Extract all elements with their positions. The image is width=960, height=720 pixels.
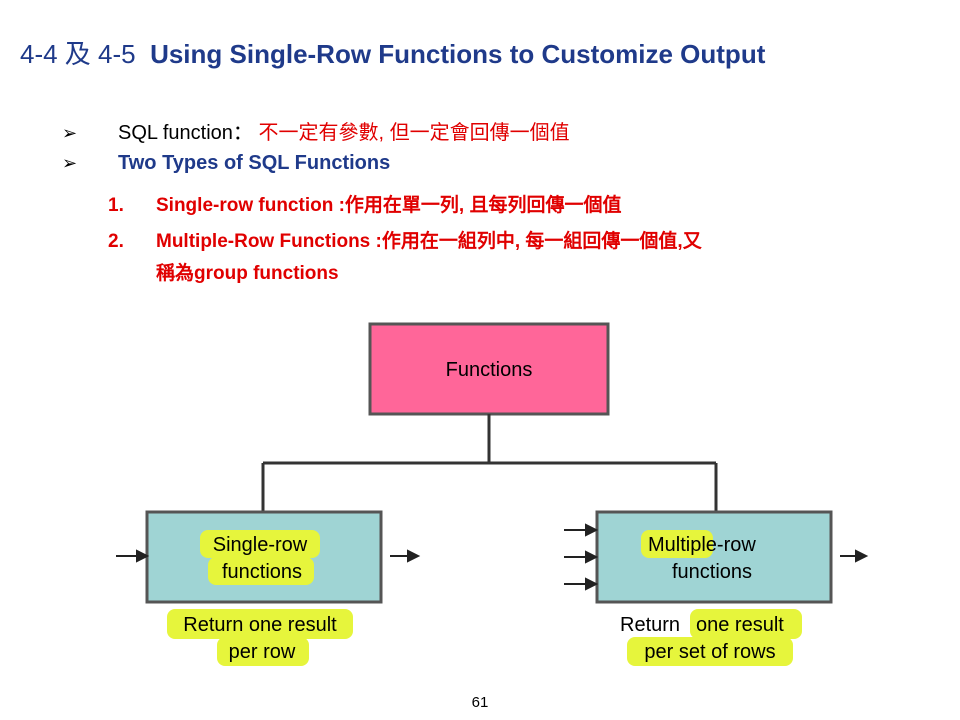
multi-caption-line1: Return one result xyxy=(620,614,784,636)
multi-row-label-rest: le-row xyxy=(701,534,756,556)
single-row-highlight-1 xyxy=(200,530,320,558)
multi-row-output-arrowhead xyxy=(855,549,869,563)
item-text: Single-row function :作用在單一列, 且每列回傳一個值 xyxy=(156,195,622,216)
multi-caption-plain: Return xyxy=(620,614,680,636)
item-number: 2. xyxy=(108,231,124,252)
item-text: Multiple-Row Functions :作用在一組列中, 每一組回傳一個… xyxy=(156,231,702,252)
multi-row-input-arrowhead-2 xyxy=(585,550,599,564)
multi-row-input-arrowhead-3 xyxy=(585,577,599,591)
bullet-sql-function: ➢ SQL function： 不一定有參數, 但一定會回傳一個值 xyxy=(62,116,570,145)
numbered-item-multi-row: 2. Multiple-Row Functions :作用在一組列中, 每一組回傳… xyxy=(108,226,702,253)
multi-row-box xyxy=(595,510,833,604)
single-row-label-line2: functions xyxy=(222,561,302,583)
arrow-bullet-icon: ➢ xyxy=(62,153,78,173)
title-section-numbers: 4-4 及 4-5 xyxy=(20,39,136,69)
multi-row-input-arrowhead-1 xyxy=(585,523,599,537)
title-text: Using Single-Row Functions to Customize … xyxy=(150,39,766,69)
single-row-label-line1: Single-row xyxy=(213,534,308,556)
multi-caption-highlight-1 xyxy=(690,609,802,639)
single-row-output-arrowhead xyxy=(407,549,421,563)
multi-caption-line2: per set of rows xyxy=(644,641,775,663)
slide-title: 4-4 及 4-5 Using Single-Row Functions to … xyxy=(20,34,950,71)
single-row-input-arrowhead xyxy=(136,549,150,563)
page-number: 61 xyxy=(471,694,489,711)
multi-row-label-line2: functions xyxy=(672,561,752,583)
multi-row-highlight xyxy=(641,530,713,558)
bullet-two-types: ➢ Two Types of SQL Functions xyxy=(62,152,390,175)
bullet-prefix: SQL function： xyxy=(118,122,259,144)
multi-row-label-highlighted: Multip xyxy=(648,534,701,556)
numbered-item-continuation: 稱為group functions xyxy=(156,263,339,284)
single-caption-line2: per row xyxy=(229,641,296,663)
functions-root-box xyxy=(368,322,610,416)
item-number: 1. xyxy=(108,195,124,216)
multi-caption-highlighted: one result xyxy=(696,614,784,636)
single-caption-line1: Return one result xyxy=(183,614,337,636)
multi-caption-highlight-2 xyxy=(627,637,793,666)
multi-row-label-line1: Multiple-row xyxy=(648,534,756,556)
numbered-item-single-row: 1. Single-row function :作用在單一列, 且每列回傳一個值 xyxy=(108,190,621,217)
single-caption-highlight-1 xyxy=(167,609,353,639)
functions-root-label: Functions xyxy=(446,359,533,381)
arrow-bullet-icon: ➢ xyxy=(62,123,78,143)
single-caption-highlight-2 xyxy=(217,637,309,666)
bullet-highlight: 不一定有參數, 但一定會回傳一個值 xyxy=(258,122,570,144)
single-row-highlight-2 xyxy=(208,557,314,585)
bullet-text: Two Types of SQL Functions xyxy=(118,152,391,174)
